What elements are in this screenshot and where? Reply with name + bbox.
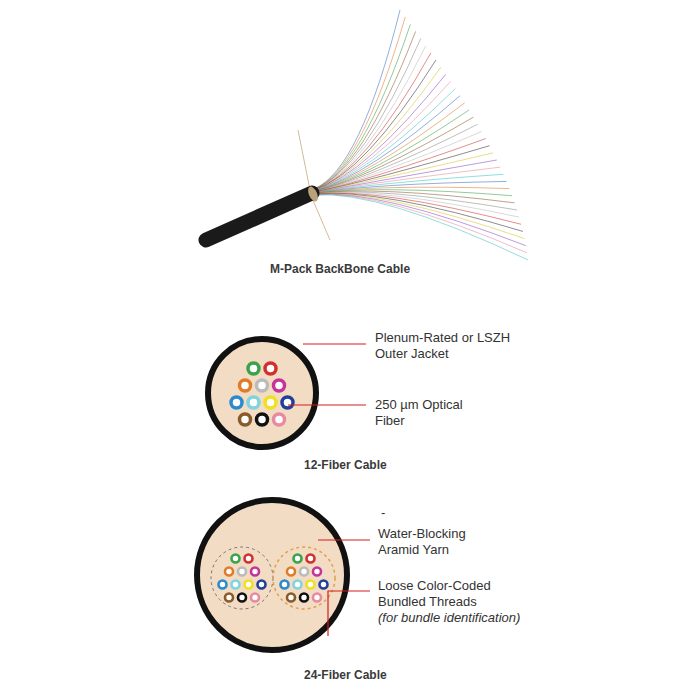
optical-fiber — [294, 555, 302, 563]
optical-fiber — [265, 363, 276, 374]
optical-fiber — [225, 594, 233, 602]
callout-label: Plenum-Rated or LSZH Outer Jacket — [375, 330, 525, 362]
optical-fiber — [257, 414, 268, 425]
optical-fiber — [320, 581, 328, 589]
optical-fiber — [300, 568, 308, 576]
fiber-strand — [314, 103, 465, 191]
cable-end — [306, 185, 320, 203]
optical-fiber — [265, 397, 276, 408]
optical-fiber — [251, 568, 259, 576]
optical-fiber — [219, 581, 227, 589]
optical-fiber — [238, 594, 246, 602]
fiber-strand — [314, 53, 431, 190]
fiber-strand — [314, 139, 486, 193]
optical-fiber — [274, 380, 285, 391]
optical-fiber — [287, 594, 295, 602]
optical-fiber — [294, 581, 302, 589]
stray-mark: - — [381, 505, 385, 521]
fiber-strand — [314, 193, 523, 231]
cable-jacket — [206, 193, 312, 240]
optical-fiber — [274, 414, 285, 425]
fibers-24 — [219, 555, 328, 602]
callout-label: Water-Blocking Aramid Yarn — [378, 526, 488, 558]
fiber-strand — [314, 74, 446, 190]
optical-fiber — [245, 581, 253, 589]
optical-fiber — [282, 397, 293, 408]
figure-caption: 12-Fiber Cable — [304, 457, 387, 473]
callout-label: 250 µm Optical Fiber — [375, 397, 485, 429]
callout-label: Loose Color-Coded Bundled Threads — [378, 578, 508, 610]
fiber-strand — [314, 110, 469, 191]
optical-fiber — [313, 594, 321, 602]
bundle-outline — [273, 547, 335, 609]
optical-fiber — [300, 594, 308, 602]
optical-fiber — [313, 568, 321, 576]
optical-fiber — [258, 581, 266, 589]
fiber-strand — [314, 194, 525, 239]
fiber-strand — [314, 60, 436, 190]
optical-fiber — [307, 581, 315, 589]
fiber-strand — [314, 153, 493, 193]
optical-fiber — [240, 380, 251, 391]
optical-fiber — [240, 414, 251, 425]
fiber-strand — [314, 39, 421, 190]
optical-fiber — [232, 555, 240, 563]
optical-fiber — [307, 555, 315, 563]
callout-note: (for bundle identification) — [378, 610, 528, 626]
fiber-strand — [314, 194, 526, 246]
bundle-outline — [211, 547, 273, 609]
optical-fiber — [257, 380, 268, 391]
fiber-strand — [314, 124, 478, 191]
fiber-strand — [314, 194, 527, 252]
optical-fiber — [251, 594, 259, 602]
fiber-strand — [314, 17, 405, 189]
figure-caption: M-Pack BackBone Cable — [270, 261, 410, 277]
optical-fiber — [232, 581, 240, 589]
aramid-strand — [298, 130, 330, 240]
fibers-12 — [231, 363, 293, 425]
optical-fiber — [238, 568, 246, 576]
optical-fiber — [245, 555, 253, 563]
optical-fiber — [281, 581, 289, 589]
fiber-strand — [314, 67, 441, 190]
optical-fiber — [225, 568, 233, 576]
leader-lines — [288, 344, 370, 636]
fiber-strand — [314, 81, 451, 190]
outer-jacket — [208, 339, 316, 447]
optical-fiber — [287, 568, 295, 576]
optical-fiber — [231, 397, 242, 408]
optical-fiber — [248, 397, 259, 408]
outer-jacket — [197, 500, 347, 650]
fiber-strand — [314, 195, 528, 260]
figure-caption: 24-Fiber Cable — [304, 667, 387, 683]
fiber-strand — [314, 193, 521, 224]
optical-fiber — [248, 363, 259, 374]
fiber-fan — [298, 10, 528, 260]
